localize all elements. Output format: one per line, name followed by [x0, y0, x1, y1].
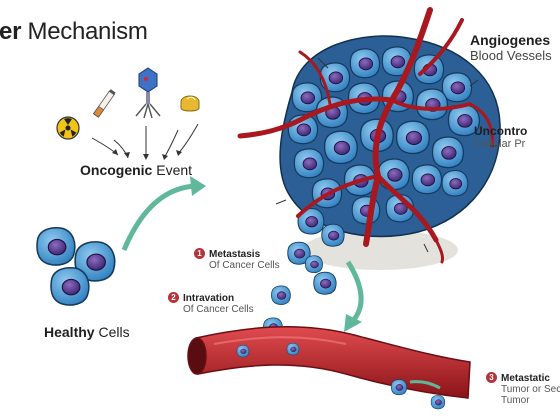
healthy-cells-label: Healthy Cells [44, 324, 130, 340]
step-3-badge: 3 [486, 372, 497, 383]
step-2-badge: 2 [168, 292, 179, 303]
escaping-cells [390, 379, 446, 410]
angiogenesis-label: Angiogenes Blood Vessels [470, 32, 552, 63]
diagram-title: cer Mechanism [0, 18, 148, 45]
healthy-cells [36, 226, 116, 306]
step-1-badge: 1 [194, 248, 205, 259]
blood-vessels [237, 7, 494, 264]
oncogenic-event-label: Oncogenic Event [80, 162, 193, 178]
tumor-arrows [275, 57, 498, 253]
pill-icon [180, 95, 200, 112]
uncontrolled-label: Uncontro Cellular Pr [474, 124, 528, 150]
spread-arrow [345, 260, 364, 324]
transition-arrow [121, 183, 197, 251]
blood-vessel-tube [187, 326, 471, 399]
cigarette-icon [92, 89, 116, 118]
converging-arrows [91, 123, 199, 159]
radiation-icon [56, 116, 80, 140]
tumor-mass [279, 35, 501, 270]
virus-icon [135, 67, 161, 119]
